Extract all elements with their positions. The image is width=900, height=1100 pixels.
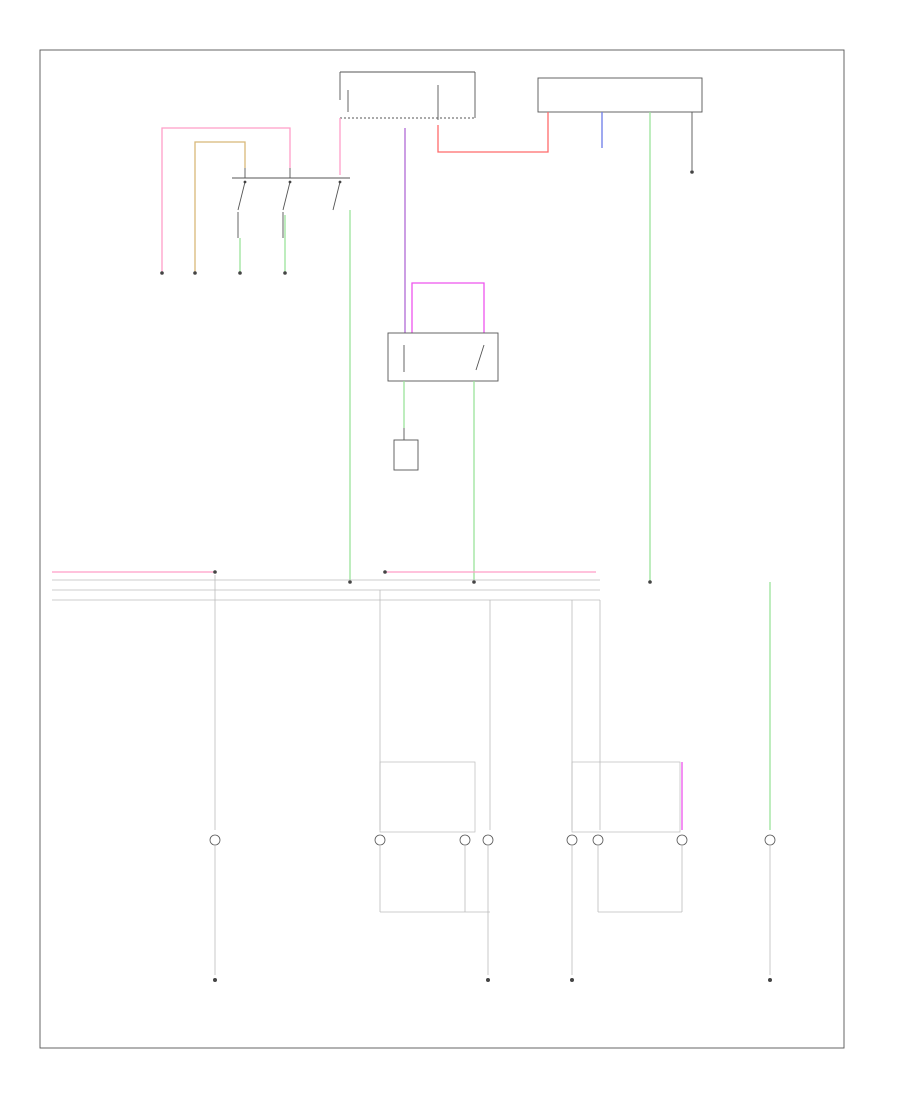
switch-pack [160,118,352,584]
relay-box [387,332,499,382]
tan-wire-switch-b [194,141,246,272]
far-right-lamp [764,834,776,846]
left-lamp [209,834,221,846]
control-module-box [537,77,703,113]
left-tail-lamp-b [592,834,604,846]
diagram-frame [39,49,845,1049]
control-module [437,77,703,584]
magenta-wire-relay [411,282,485,333]
far-right-lamp-circuit [764,582,776,982]
left-rear-lamp [676,834,688,846]
connector-bus [52,570,600,601]
right-front-lamp [374,834,386,846]
right-tail-lamp-b [482,834,494,846]
right-tail-assembly [374,590,494,982]
center-switch-assembly [387,128,499,584]
pink-wire-switch-a [161,127,291,272]
fuse-panel-area [339,71,476,120]
left-tail-lamp-a [566,834,578,846]
red-wire-module [437,112,549,153]
sensor-box [393,439,419,471]
right-tail-lamp-a [459,834,471,846]
left-lamp-circuit [209,575,221,982]
left-tail-assembly [566,600,688,982]
